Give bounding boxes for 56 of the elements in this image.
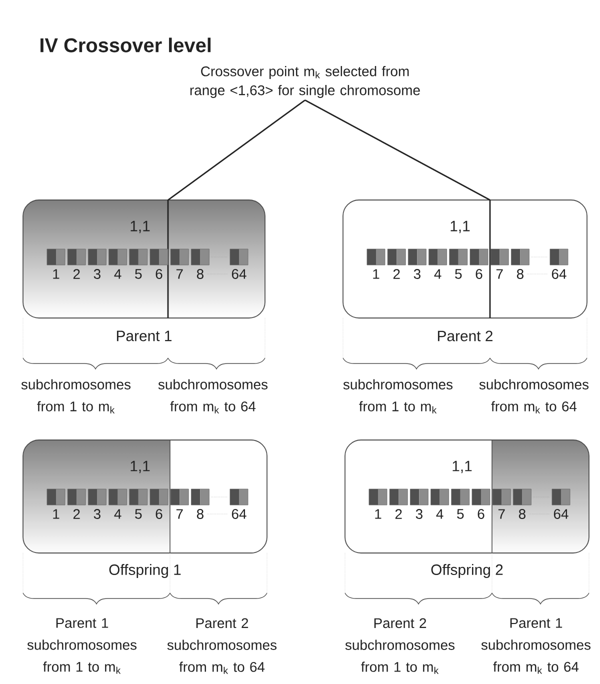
gene-number: 3 bbox=[416, 509, 422, 519]
brace-label: subchromosomes from 1 to m$_{k}$ bbox=[343, 379, 453, 414]
gene-number: 3 bbox=[414, 269, 420, 279]
gene-number: 1 bbox=[375, 509, 382, 519]
connector-line bbox=[304, 100, 490, 201]
gene-number: 4 bbox=[434, 269, 442, 279]
gene-number: 3 bbox=[94, 509, 100, 519]
gene-number: 1 bbox=[373, 269, 380, 279]
box-caption: Parent 1 bbox=[114, 330, 174, 342]
gene-number: 6 bbox=[156, 269, 162, 279]
gene-number: 5 bbox=[455, 269, 462, 279]
brace-label: subchromosomes from m$_{k}$ to 64 bbox=[158, 379, 268, 414]
box-label: 1,1 bbox=[450, 220, 470, 234]
box-label: 1,1 bbox=[130, 220, 150, 234]
brace-label: subchromosomes from m$_{k}$ to 64 bbox=[479, 379, 589, 414]
gene-number: 1 bbox=[53, 509, 60, 519]
gene-number: 7 bbox=[176, 269, 183, 279]
box-caption: Offspring 1 bbox=[108, 563, 182, 579]
brace-label: Parent 1 subchromosomes from 1 to m$_{k}$ bbox=[27, 618, 137, 674]
gene-number: 4 bbox=[114, 509, 122, 519]
gene-number: 64 bbox=[232, 269, 246, 279]
gene-number: 7 bbox=[496, 269, 503, 279]
box-label: 1,1 bbox=[130, 460, 150, 474]
box-caption: Parent 2 bbox=[436, 330, 494, 342]
gene-number: 1 bbox=[53, 269, 60, 279]
brace-label: Parent 2 subchromosomes from m$_{k}$ to 64 bbox=[167, 618, 277, 674]
gene-number: 2 bbox=[393, 269, 400, 279]
gene-number: 3 bbox=[94, 269, 100, 279]
brace-label: subchromosomes from 1 to m$_{k}$ bbox=[21, 379, 131, 414]
gene-number: 6 bbox=[476, 269, 482, 279]
gene-number: 2 bbox=[395, 509, 402, 519]
gene-number: 8 bbox=[196, 509, 204, 519]
gene-number: 7 bbox=[498, 509, 505, 519]
gene-number: 8 bbox=[196, 269, 204, 279]
gene-number: 2 bbox=[73, 269, 80, 279]
gene-number: 8 bbox=[518, 509, 526, 519]
box-caption: Offspring 2 bbox=[430, 563, 504, 579]
gene-number: 5 bbox=[135, 269, 142, 279]
gene-number: 8 bbox=[516, 269, 524, 279]
gene-number: 4 bbox=[436, 509, 444, 519]
gene-number: 5 bbox=[457, 509, 464, 519]
gene-number: 6 bbox=[156, 509, 162, 519]
brace-label: Parent 1 subchromosomes from m$_{k}$ to 64 bbox=[481, 618, 591, 674]
gene-number: 2 bbox=[73, 509, 80, 519]
gene-number: 64 bbox=[232, 509, 246, 519]
note-text: Crossover point m$_{k}$ selected from range <1,63> for single chromosome bbox=[190, 66, 420, 98]
connector-line bbox=[168, 100, 306, 201]
gene-number: 5 bbox=[135, 509, 142, 519]
box-label: 1,1 bbox=[452, 460, 472, 474]
gene-number: 6 bbox=[478, 509, 484, 519]
brace-label: Parent 2 subchromosomes from 1 to m$_{k}$ bbox=[345, 618, 455, 674]
gene-number: 4 bbox=[114, 269, 122, 279]
heading: IV Crossover level bbox=[40, 38, 211, 52]
gene-number: 7 bbox=[176, 509, 183, 519]
gene-number: 64 bbox=[552, 269, 566, 279]
gene-number: 64 bbox=[554, 509, 568, 519]
